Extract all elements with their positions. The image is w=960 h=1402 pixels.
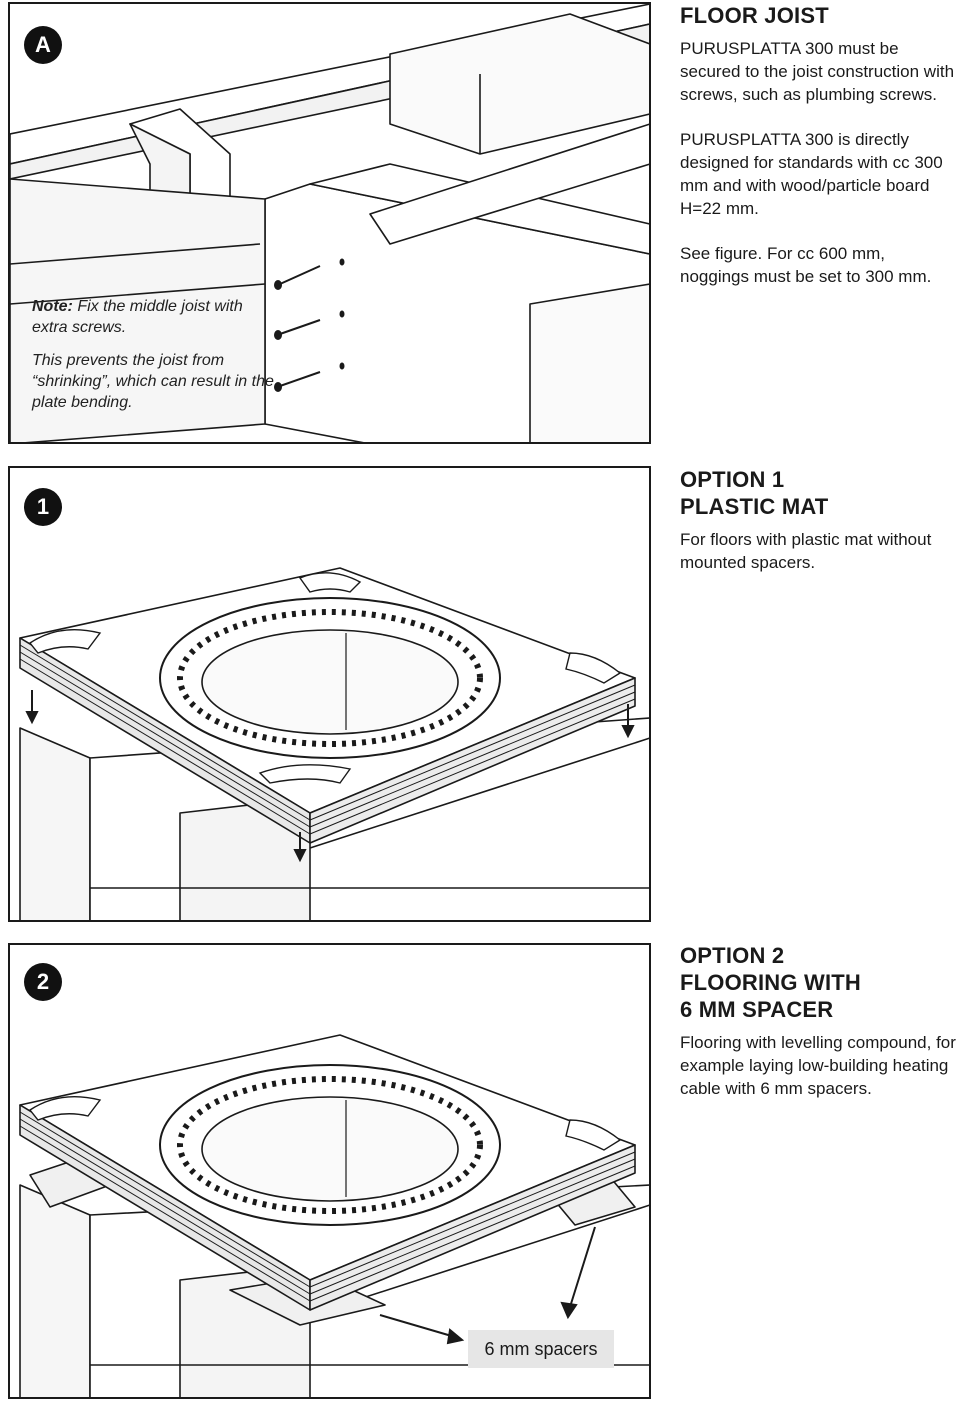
option-2-title-line-2: FLOORING WITH xyxy=(680,970,862,995)
floor-joist-para-3: See figure. For cc 600 mm, noggings must… xyxy=(680,244,932,286)
spacer-label: 6 mm spacers xyxy=(468,1330,614,1368)
option-1-title-line-1: OPTION 1 xyxy=(680,467,785,492)
note-text: Fix the middle joist with extra screws. xyxy=(32,298,243,336)
floor-joist-title: FLOOR JOIST xyxy=(680,3,829,28)
option-1-illustration: 1 xyxy=(8,466,651,922)
option-2-illustration: 2 6 mm spacers xyxy=(8,943,651,1399)
option-2-section: OPTION 2 FLOORING WITH 6 MM SPACER Floor… xyxy=(680,942,956,1100)
section-badge-1: 1 xyxy=(24,488,62,526)
plate-drawing-1 xyxy=(19,567,649,920)
joist-drawing xyxy=(10,4,649,442)
floor-joist-section: FLOOR JOIST PURUSPLATTA 300 must be secu… xyxy=(680,2,956,288)
option-2-title-line-3: 6 MM SPACER xyxy=(680,997,834,1022)
note-label: Note: xyxy=(32,298,73,315)
section-badge-2: 2 xyxy=(24,963,62,1001)
option-1-para: For floors with plastic mat without moun… xyxy=(680,530,932,572)
section-badge-a: A xyxy=(24,26,62,64)
option-1-title-line-2: PLASTIC MAT xyxy=(680,494,829,519)
floor-joist-para-2: PURUSPLATTA 300 is directly designed for… xyxy=(680,130,943,218)
floor-joist-para-1: PURUSPLATTA 300 must be secured to the j… xyxy=(680,39,955,104)
floor-joist-illustration: A Note: Fix the middle joist with extra … xyxy=(8,2,651,444)
option-1-section: OPTION 1 PLASTIC MAT For floors with pla… xyxy=(680,466,956,574)
joist-note: Note: Fix the middle joist with extra sc… xyxy=(32,296,282,425)
option-2-title-line-1: OPTION 2 xyxy=(680,943,785,968)
note-text-2: This prevents the joist from “shrinking”… xyxy=(32,352,274,411)
option-2-para: Flooring with levelling compound, for ex… xyxy=(680,1033,956,1098)
